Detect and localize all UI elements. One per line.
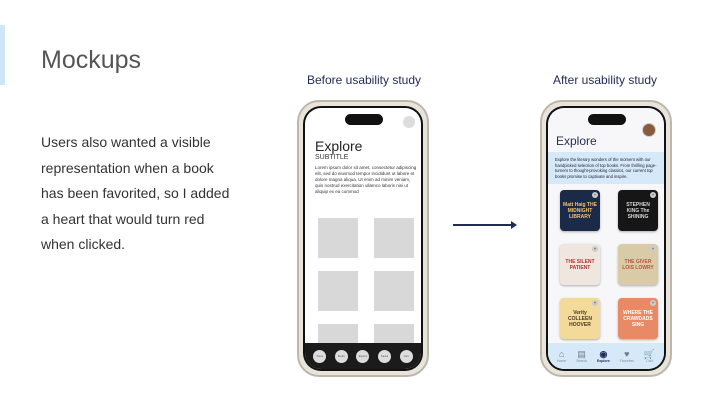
book-placeholder[interactable] <box>318 218 358 258</box>
intro-text: Explore the literary wonders of the mome… <box>548 152 664 184</box>
book-cover[interactable]: WHERE THE CRAWDADS SING ♥ <box>618 298 658 339</box>
nav-cart[interactable]: Cart <box>399 349 413 363</box>
slide-title: Mockups <box>41 46 142 74</box>
book-title: WHERE THE CRAWDADS SING <box>623 309 653 328</box>
dynamic-island <box>345 114 383 125</box>
nav-favorites[interactable]: ♥Favorites <box>620 349 634 363</box>
book-title: THE SILENT PATIENT <box>565 258 595 271</box>
cart-icon: 🛒 <box>643 349 656 359</box>
heart-icon: ♥ <box>624 349 630 359</box>
slide-body: Users also wanted a visible representati… <box>41 134 230 252</box>
book-cover[interactable]: THE GIVER LOIS LOWRY ♥ <box>618 244 658 285</box>
subtitle: SUBTITLE <box>315 154 349 161</box>
arrow-line <box>453 224 513 226</box>
after-caption: After usability study <box>552 73 658 87</box>
book-cover[interactable]: Matt Haig THE MIDNIGHT LIBRARY ♥ <box>560 190 600 231</box>
book-title: Matt Haig THE MIDNIGHT LIBRARY <box>563 201 597 220</box>
nav-label: Search <box>576 359 588 363</box>
nav-books[interactable]: Books <box>334 349 348 363</box>
book-placeholder[interactable] <box>374 218 414 258</box>
nav-explore[interactable]: ◉Explore <box>597 349 610 363</box>
book-placeholder[interactable] <box>318 271 358 311</box>
favorite-heart-icon[interactable]: ♥ <box>650 300 656 306</box>
bottom-nav: ⌂Home ▤Search ◉Explore ♥Favorites 🛒Cart <box>548 343 664 369</box>
accent-bar <box>0 25 5 85</box>
nav-saved[interactable]: Saved <box>378 349 392 363</box>
explore-heading: Explore <box>315 138 363 154</box>
avatar-placeholder[interactable] <box>403 116 415 128</box>
favorite-heart-icon[interactable]: ♥ <box>592 300 598 306</box>
placeholder-text: Lorem ipsum dolor sit amet, consectetur … <box>315 165 417 194</box>
nav-label: Explore <box>596 359 610 363</box>
book-cover[interactable]: THE SILENT PATIENT ♥ <box>560 244 600 285</box>
nav-label: Home <box>556 359 567 363</box>
book-title: Verity COLLEEN HOOVER <box>568 309 592 328</box>
before-phone-mockup: Explore SUBTITLE Lorem ipsum dolor sit a… <box>297 100 429 377</box>
nav-search[interactable]: ▤Search <box>576 349 587 363</box>
nav-home[interactable]: Home <box>313 349 327 363</box>
dynamic-island <box>588 114 626 125</box>
nav-label: Favorites <box>619 359 635 363</box>
book-title: STEPHEN KING The SHINING <box>626 201 650 220</box>
favorite-heart-icon[interactable]: ♥ <box>592 246 598 252</box>
before-caption: Before usability study <box>306 73 422 87</box>
after-phone-mockup: Explore Explore the literary wonders of … <box>540 100 672 377</box>
home-icon: ⌂ <box>558 349 565 359</box>
arrow-head-icon <box>511 221 517 229</box>
compass-icon: ◉ <box>599 349 608 359</box>
book-cover[interactable]: Verity COLLEEN HOOVER♥ <box>560 298 600 339</box>
avatar[interactable] <box>642 123 656 137</box>
nav-home[interactable]: ⌂Home <box>557 349 566 363</box>
favorite-heart-icon[interactable]: ♥ <box>592 192 598 198</box>
favorite-heart-icon[interactable]: ♥ <box>650 246 656 252</box>
favorite-heart-icon[interactable]: ♥ <box>650 192 656 198</box>
explore-heading: Explore <box>556 134 597 148</box>
nav-cart[interactable]: 🛒Cart <box>644 349 655 363</box>
book-title: THE GIVER LOIS LOWRY <box>622 258 654 271</box>
nav-explore[interactable]: Explore <box>356 349 370 363</box>
bottom-nav: Home Books Explore Saved Cart <box>305 343 421 369</box>
search-icon: ▤ <box>577 349 586 359</box>
book-placeholder[interactable] <box>374 271 414 311</box>
nav-label: Cart <box>646 359 653 363</box>
book-cover[interactable]: STEPHEN KING The SHINING♥ <box>618 190 658 231</box>
